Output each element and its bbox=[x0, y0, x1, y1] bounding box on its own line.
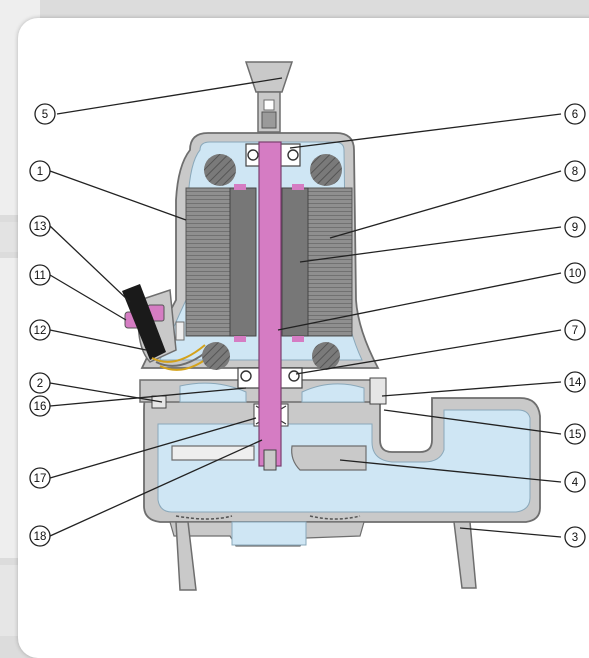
shaft bbox=[258, 141, 282, 471]
impeller bbox=[171, 445, 367, 471]
callout-2: 2 bbox=[29, 372, 51, 394]
callout-11: 11 bbox=[29, 264, 51, 286]
callout-15: 15 bbox=[564, 423, 586, 445]
callout-6-text: 6 bbox=[572, 109, 578, 121]
callout-7: 7 bbox=[564, 319, 586, 341]
callout-17: 17 bbox=[29, 467, 51, 489]
cable-gland bbox=[122, 284, 215, 371]
lifting-handle bbox=[244, 61, 294, 133]
callout-14: 14 bbox=[564, 371, 586, 393]
callout-15-text: 15 bbox=[569, 429, 582, 441]
callout-3: 3 bbox=[564, 526, 586, 548]
stator-winding-heads bbox=[202, 154, 342, 370]
callout-7-text: 7 bbox=[572, 325, 578, 337]
callout-12-text: 12 bbox=[34, 325, 47, 337]
callout-13: 13 bbox=[29, 215, 51, 237]
callout-1: 1 bbox=[29, 160, 51, 182]
callout-10-text: 10 bbox=[569, 268, 582, 280]
callout-16-text: 16 bbox=[34, 401, 47, 413]
inlet-feet bbox=[169, 515, 477, 591]
callout-6: 6 bbox=[564, 103, 586, 125]
callout-14-text: 14 bbox=[569, 377, 582, 389]
callout-9: 9 bbox=[564, 216, 586, 238]
callout-17-text: 17 bbox=[34, 473, 47, 485]
callout-5-text: 5 bbox=[42, 109, 48, 121]
callout-9-text: 9 bbox=[572, 222, 578, 234]
callout-12: 12 bbox=[29, 319, 51, 341]
callout-8-text: 8 bbox=[572, 166, 578, 178]
callout-1-text: 1 bbox=[37, 166, 43, 178]
callout-4: 4 bbox=[564, 471, 586, 493]
callout-13-text: 13 bbox=[34, 221, 47, 233]
pump-cross-section: 5 1 13 11 12 2 16 17 18 6 8 9 10 7 14 15… bbox=[29, 61, 586, 591]
callout-16: 16 bbox=[29, 395, 51, 417]
callout-10: 10 bbox=[564, 262, 586, 284]
callout-5: 5 bbox=[34, 103, 56, 125]
leader-lines bbox=[49, 77, 562, 538]
callout-8: 8 bbox=[564, 160, 586, 182]
callout-2-text: 2 bbox=[37, 378, 43, 390]
callout-18: 18 bbox=[29, 525, 51, 547]
callout-3-text: 3 bbox=[572, 532, 578, 544]
callout-18-text: 18 bbox=[34, 531, 47, 543]
callout-11-text: 11 bbox=[34, 270, 46, 282]
callout-4-text: 4 bbox=[572, 477, 579, 489]
